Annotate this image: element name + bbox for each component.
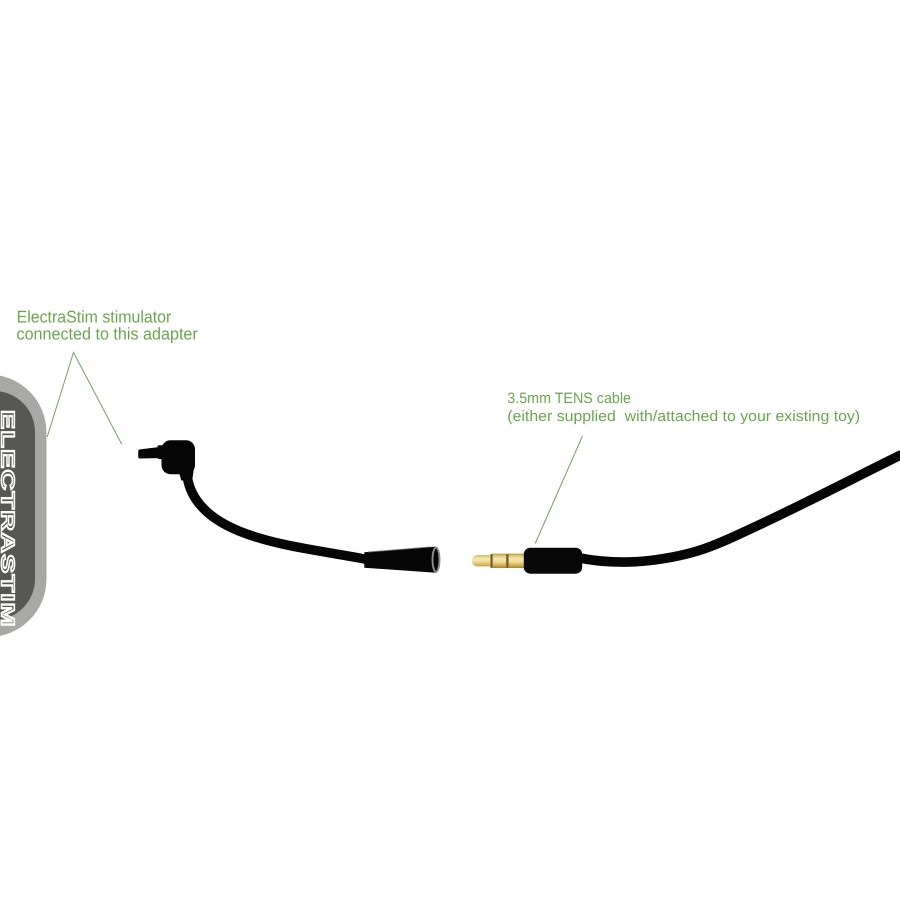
svg-text:(either supplied with/attache: (either supplied with/attached to your e… [507,408,860,425]
svg-text:ELECTRASTIM: ELECTRASTIM [0,410,19,626]
svg-text:3.5mm TENS cable: 3.5mm TENS cable [507,390,631,407]
svg-text:connected to this adapter: connected to this adapter [17,325,199,344]
svg-text:ElectraStim stimulator: ElectraStim stimulator [17,307,172,326]
